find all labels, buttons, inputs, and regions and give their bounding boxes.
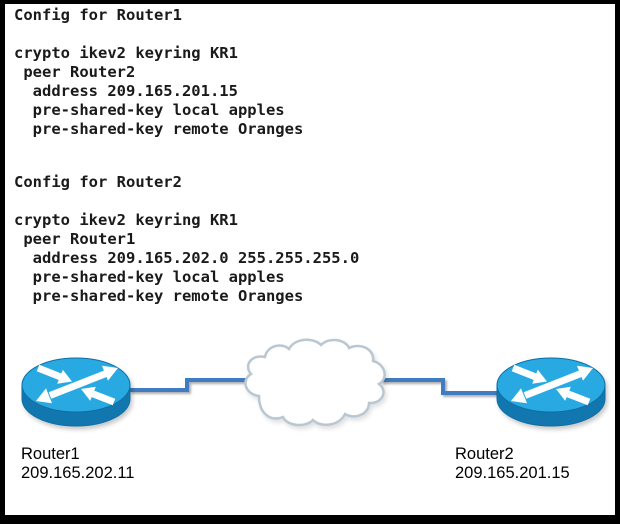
cloud-icon bbox=[244, 338, 386, 427]
config-line: pre-shared-key local apples bbox=[14, 268, 285, 286]
config-line: Config for Router1 bbox=[14, 6, 182, 24]
config-line: pre-shared-key remote Oranges bbox=[14, 120, 304, 138]
config-line: pre-shared-key remote Oranges bbox=[14, 287, 304, 305]
router1-ip: 209.165.202.11 bbox=[21, 464, 135, 482]
config-line bbox=[14, 192, 359, 211]
config-line: Config for Router2 bbox=[14, 173, 182, 191]
router2-label-group: Router2 209.165.201.15 bbox=[455, 445, 570, 483]
router2-ip: 209.165.201.15 bbox=[455, 464, 570, 482]
router1-config-block: Config for Router1 crypto ikev2 keyring … bbox=[14, 6, 303, 139]
config-line: peer Router2 bbox=[14, 63, 136, 81]
config-line: address 209.165.201.15 bbox=[14, 82, 238, 100]
network-link-line bbox=[129, 378, 503, 395]
router1-label-group: Router1 209.165.202.11 bbox=[21, 445, 134, 483]
config-line: pre-shared-key local apples bbox=[14, 101, 285, 119]
router2-config-block: Config for Router2 crypto ikev2 keyring … bbox=[14, 173, 359, 306]
router2-label: Router2 bbox=[455, 445, 514, 463]
router-icon bbox=[496, 357, 606, 427]
config-line bbox=[14, 25, 303, 44]
config-line: peer Router1 bbox=[14, 230, 136, 248]
config-line: address 209.165.202.0 255.255.255.0 bbox=[14, 249, 360, 267]
router-icon bbox=[21, 357, 131, 427]
config-line: crypto ikev2 keyring KR1 bbox=[14, 44, 238, 62]
router1-label: Router1 bbox=[21, 445, 80, 463]
config-line: crypto ikev2 keyring KR1 bbox=[14, 211, 238, 229]
